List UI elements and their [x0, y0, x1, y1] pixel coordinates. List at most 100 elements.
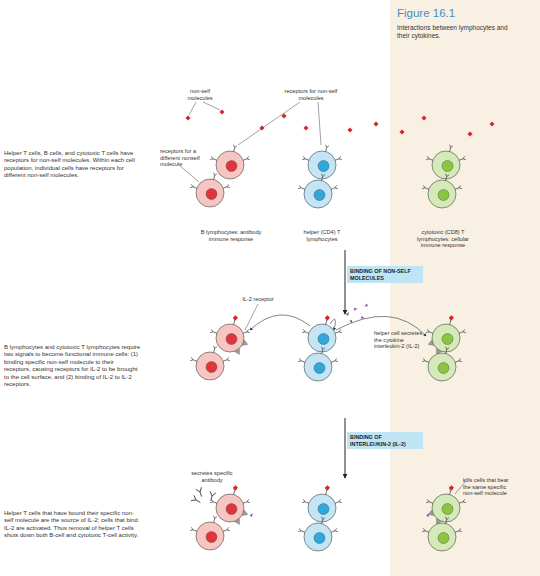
cell-nucleus: [226, 161, 237, 172]
cell-nucleus: [442, 161, 453, 172]
cell-nucleus: [318, 161, 329, 172]
cell-nucleus: [438, 363, 449, 374]
receptor-symbol: [459, 329, 466, 333]
callout-label: IL-2 receptor: [240, 296, 276, 303]
non-self-molecule: [233, 315, 238, 320]
step-text: BINDING OF INTERLEUKIN-2 (IL-2): [350, 434, 420, 447]
receptor-symbol: [450, 145, 453, 152]
receptor-symbol: [234, 145, 237, 152]
receptor-symbol: [426, 329, 433, 333]
interleukin-2: [426, 513, 429, 517]
receptor-symbol: [223, 527, 230, 531]
antibody-symbol: [208, 491, 216, 501]
callout-label: receptors for non-self molecules: [280, 88, 342, 101]
receptor-symbol: [210, 329, 217, 333]
receptor-symbol: [446, 174, 449, 181]
receptor-symbol: [302, 499, 309, 503]
step-box: BINDING OF NON-SELF MOLECULES: [347, 266, 423, 283]
il2-receptor: [242, 340, 248, 346]
cell-body: [304, 353, 332, 381]
non-self-molecule: [347, 127, 352, 132]
receptor-symbol: [190, 527, 197, 531]
non-self-molecule: [373, 121, 378, 126]
cell-nucleus: [438, 533, 449, 544]
callout-label: helper (CD4) T lymphocytes: [296, 229, 348, 242]
receptor-symbol: [459, 499, 466, 503]
leader-line: [318, 102, 321, 145]
cell-nucleus: [442, 334, 453, 345]
callout-label: receptors for a different nonself molecu…: [160, 148, 200, 168]
interleukin-2: [346, 312, 349, 316]
process-arrow: [345, 418, 346, 478]
receptor-symbol: [210, 156, 217, 160]
receptor-symbol: [302, 329, 309, 333]
cell-body: [216, 494, 244, 522]
receptor-symbol: [335, 156, 342, 160]
receptor-symbol: [426, 499, 433, 503]
cell-body: [304, 180, 332, 208]
receptor-symbol: [422, 358, 429, 362]
il2-receptor: [242, 510, 248, 516]
secretion-arrow: [330, 319, 335, 330]
receptor-symbol: [243, 156, 250, 160]
receptor-symbol: [326, 145, 329, 152]
receptor-symbol: [190, 357, 197, 361]
step-text: BINDING OF NON-SELF MOLECULES: [350, 268, 420, 281]
receptor-symbol: [302, 156, 309, 160]
side-note: B lymphocytes and cytotoxic T lymphocyte…: [4, 344, 142, 388]
antibody-symbol: [191, 495, 202, 505]
cell-nucleus: [318, 334, 329, 345]
callout-label: kills cells that bear the same specific …: [463, 477, 518, 497]
receptor-symbol: [190, 184, 197, 188]
receptor-symbol: [422, 185, 429, 189]
interleukin-2: [364, 303, 368, 308]
receptor-symbol: [331, 528, 338, 532]
il2-receptor: [428, 340, 434, 346]
il2-receptor: [234, 519, 239, 525]
receptor-symbol: [331, 358, 338, 362]
figure-caption: Interactions between lymphocytes and the…: [397, 24, 517, 40]
leader-line: [180, 166, 199, 182]
receptor-symbol: [331, 185, 338, 189]
cell-body: [428, 523, 456, 551]
receptor-symbol: [335, 499, 342, 503]
receptor-symbol: [455, 528, 462, 532]
receptor-symbol: [422, 528, 429, 532]
receptor-symbol: [322, 347, 325, 354]
cell-nucleus: [206, 532, 217, 543]
receptor-symbol: [322, 517, 325, 524]
receptor-symbol: [298, 358, 305, 362]
figure-title: Figure 16.1: [397, 7, 537, 19]
secretion-arrow: [250, 315, 310, 330]
leader-line: [189, 102, 196, 115]
cell-nucleus: [226, 334, 237, 345]
cell-nucleus: [314, 363, 325, 374]
receptor-symbol: [426, 156, 433, 160]
receptor-symbol: [446, 347, 449, 354]
cell-body: [196, 352, 224, 380]
il2-receptor: [428, 510, 434, 516]
receptor-symbol: [243, 499, 250, 503]
cell-nucleus: [438, 190, 449, 201]
non-self-molecule: [399, 129, 404, 134]
receptor-symbol: [322, 174, 325, 181]
caption-panel: [390, 0, 540, 576]
non-self-molecule: [449, 485, 454, 490]
leader-line: [203, 102, 220, 110]
cell-body: [428, 353, 456, 381]
cell-body: [196, 522, 224, 550]
cell-nucleus: [314, 533, 325, 544]
cell-nucleus: [442, 504, 453, 515]
non-self-molecule: [325, 485, 330, 490]
non-self-molecule: [185, 115, 190, 120]
interleukin-2: [353, 306, 358, 311]
non-self-molecule: [303, 125, 308, 130]
interleukin-2: [250, 513, 253, 517]
cell-nucleus: [226, 504, 237, 515]
process-arrow: [345, 250, 346, 314]
cell-body: [216, 324, 244, 352]
callout-label: non-self molecules: [178, 88, 222, 101]
receptor-symbol: [214, 173, 217, 180]
